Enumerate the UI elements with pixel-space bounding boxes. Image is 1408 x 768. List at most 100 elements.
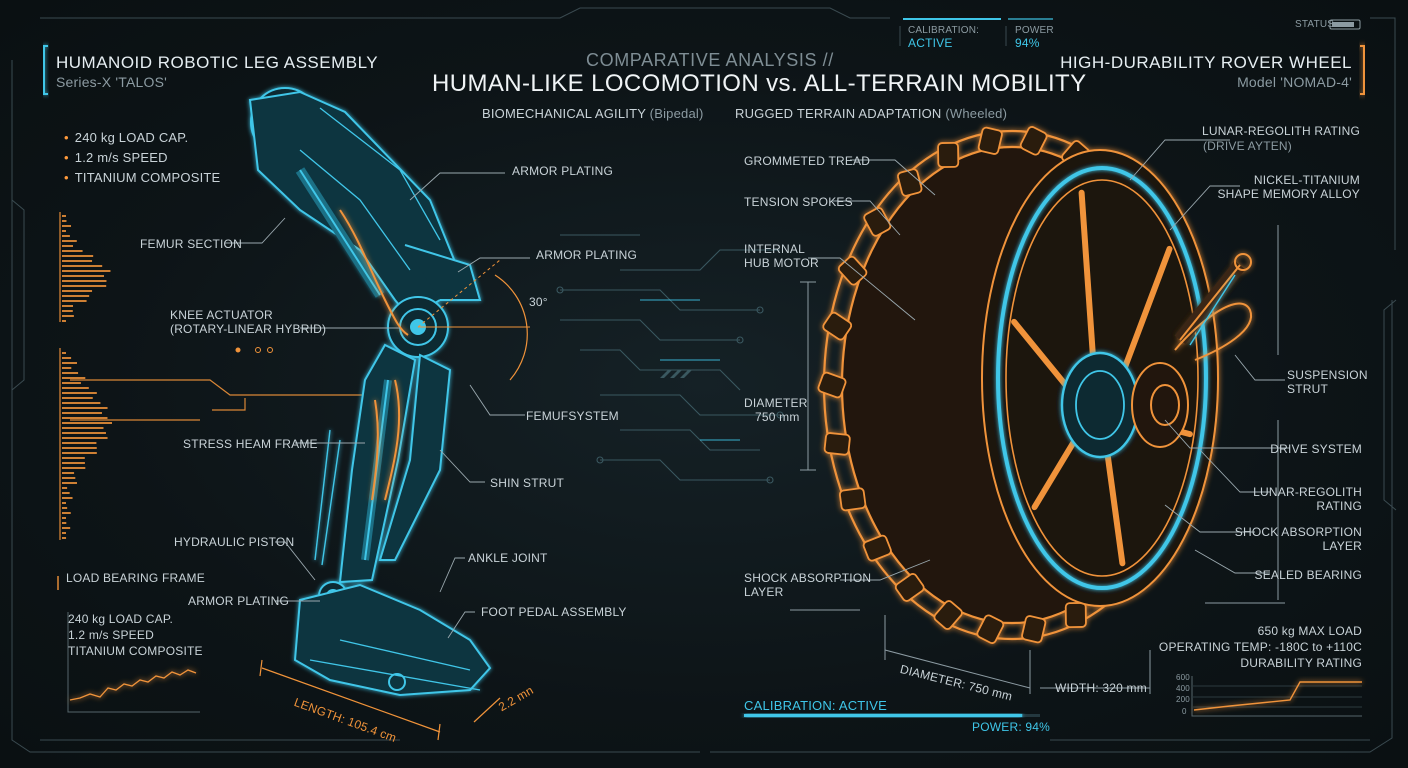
wheel-spoke (1078, 189, 1097, 366)
tread-block (933, 600, 963, 630)
histogram-bar (62, 472, 75, 474)
robot-leg-illustration (248, 87, 492, 697)
main-title: HUMAN-LIKE LOCOMOTION vs. ALL-TERRAIN MO… (432, 70, 1087, 97)
histogram-bar (62, 265, 103, 267)
label-hub-motor: HUB MOTOR (744, 256, 819, 270)
histogram-bar (62, 487, 68, 489)
right-column-heading: RUGGED TERRAIN ADAPTATION (Wheeled) (735, 106, 1008, 121)
histogram-bar (62, 280, 107, 282)
left-bottom-spec-2: 1.2 m/s SPEED (68, 628, 154, 642)
knee-angle-arc (494, 274, 528, 381)
power-value: 94% (1015, 36, 1040, 50)
histogram-bar (62, 532, 66, 534)
histogram-bar (62, 295, 90, 297)
calibration-value: ACTIVE (908, 36, 953, 50)
label-foot-pedal: FOOT PEDAL ASSEMBLY (481, 605, 627, 619)
tread-block (862, 534, 892, 562)
histogram-bar (62, 432, 106, 434)
tread-block (822, 311, 853, 341)
rover-wheel-illustration (817, 126, 1219, 644)
mini-chart-tick-600: 600 (1176, 673, 1190, 682)
wheel-dimension-lines (790, 225, 1285, 694)
mini-chart-tick-400: 400 (1176, 684, 1190, 693)
histogram-bar (62, 245, 74, 247)
label-femur-system: FEMUFSYSTEM (526, 409, 619, 423)
label-shin-strut: SHIN STRUT (490, 476, 564, 490)
histogram-bar (62, 412, 102, 414)
histogram-bar (62, 537, 67, 539)
histogram-bar (62, 372, 79, 374)
label-femur-section: FEMUR SECTION (140, 237, 242, 251)
label-regolith-top-sub: (DRIVE AYTEN) (1202, 139, 1292, 153)
right-mini-chart (1191, 676, 1362, 717)
histogram-bar (62, 522, 67, 524)
left-column-heading: BIOMECHANICAL AGILITY (Bipedal) (482, 106, 704, 121)
histogram-bar (62, 467, 86, 469)
histogram-bar (62, 215, 66, 217)
histogram-bar (62, 357, 72, 359)
right-spec-2: OPERATING TEMP: -180C to +110C (1158, 640, 1362, 654)
histogram-bar (62, 437, 108, 439)
histogram-bar (62, 527, 71, 529)
histogram-bar (62, 270, 111, 272)
label-tension-spokes: TENSION SPOKES (744, 195, 853, 209)
wheel-spoke (1011, 318, 1075, 395)
label-shock-absorption-right: SHOCK ABSORPTION (1234, 525, 1362, 539)
wheel-spoke (1031, 431, 1081, 511)
power-label: POWER (1015, 25, 1054, 36)
tread-block (823, 432, 851, 456)
label-stress-frame: STRESS HEAM FRAME (183, 437, 318, 451)
label-grommeted-tread: GROMMETED TREAD (744, 154, 871, 168)
tread-block (976, 614, 1005, 644)
status-bar-graphics (899, 18, 1361, 46)
leg-cabling (339, 209, 409, 501)
suspension-strut (1174, 253, 1253, 361)
title-bracket-left (43, 45, 48, 95)
length-dimension-line (261, 667, 441, 733)
left-panel-title: HUMANOID ROBOTIC LEG ASSEMBLY (56, 53, 379, 72)
tread-block (977, 126, 1003, 155)
left-bottom-spec-3: TITANIUM COMPOSITE (68, 644, 203, 658)
histogram-bar (62, 482, 77, 484)
label-lunar-regolith: LUNAR-REGOLITH (1253, 485, 1362, 499)
label-diameter: DIAMETER (744, 396, 808, 410)
label-drive-system: DRIVE SYSTEM (1270, 442, 1362, 456)
right-spec-3: DURABILITY RATING (1240, 656, 1362, 670)
status-label: STATUS (1295, 19, 1335, 30)
left-spectrum-graphic (62, 215, 112, 539)
histogram-bar (62, 315, 74, 317)
histogram-bar (62, 457, 85, 459)
tread-block (1064, 602, 1087, 628)
histogram-bar (62, 477, 76, 479)
histogram-bar (62, 417, 108, 419)
tread-block (897, 168, 923, 197)
histogram-bar (62, 250, 83, 252)
label-knee-actuator-sub: (ROTARY-LINEAR HYBRID) (170, 322, 327, 336)
label-knee-angle: 30° (529, 295, 548, 309)
label-shock-absorption-left: SHOCK ABSORPTION (744, 571, 872, 585)
tread-block (937, 142, 960, 168)
histogram-bar (62, 285, 107, 287)
left-panel-subtitle: Series-X 'TALOS' (56, 74, 167, 90)
histogram-bar (62, 442, 97, 444)
right-panel-title: HIGH-DURABILITY ROVER WHEEL (1060, 53, 1352, 72)
leg-callout-lines (225, 172, 530, 639)
histogram-bar (62, 310, 73, 312)
histogram-bar (62, 367, 72, 369)
histogram-bar (62, 492, 70, 494)
histogram-bar (62, 387, 89, 389)
left-spec-1: •240 kg LOAD CAP. (64, 130, 189, 145)
histogram-bar (62, 502, 66, 504)
histogram-bar (62, 422, 112, 424)
histogram-bar (62, 397, 93, 399)
right-spec-1: 650 kg MAX LOAD (1257, 624, 1362, 638)
calibration-label: CALIBRATION: (908, 25, 980, 36)
label-diameter-value: 750 mm (755, 410, 800, 424)
histogram-bar (62, 290, 93, 292)
left-bottom-spec-1: 240 kg LOAD CAP. (68, 612, 174, 626)
tread-block (1021, 615, 1047, 644)
histogram-bar (62, 362, 77, 364)
load-frame-label: LOAD BEARING FRAME (66, 571, 205, 585)
left-mini-chart (67, 612, 200, 713)
